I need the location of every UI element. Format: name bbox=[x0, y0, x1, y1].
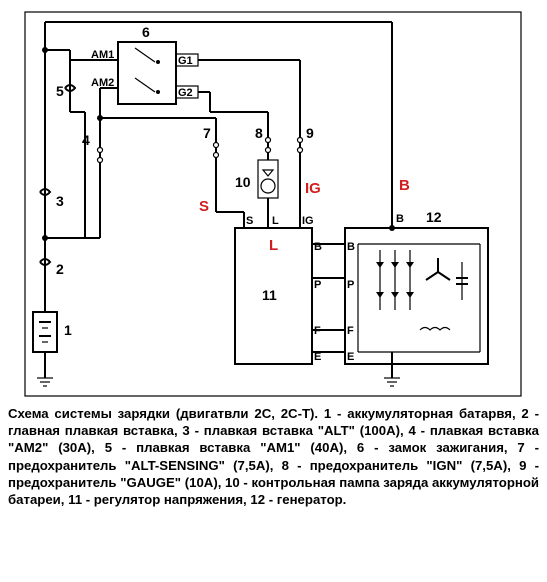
charging-system-schematic: 1 2 3 4 5 6 7 8 9 10 11 12 AM1 AM2 G1 G2… bbox=[24, 11, 522, 397]
pin-e-generator: E bbox=[347, 351, 354, 363]
ground-symbols bbox=[37, 377, 400, 387]
annotation-ig: IG bbox=[305, 180, 321, 197]
label-10: 10 bbox=[235, 174, 251, 190]
wiring bbox=[44, 21, 393, 378]
diagram-caption: Схема системы зарядки (двигатвли 2С, 2С-… bbox=[8, 406, 539, 508]
pin-b-top: B bbox=[396, 213, 404, 225]
fusible-links bbox=[39, 84, 77, 266]
label-2: 2 bbox=[56, 261, 64, 277]
annotation-s: S bbox=[199, 198, 209, 215]
schematic-frame bbox=[24, 11, 522, 397]
generator bbox=[344, 227, 489, 365]
annotation-b: B bbox=[399, 177, 410, 194]
fuses bbox=[96, 136, 304, 164]
pin-s: S bbox=[246, 215, 253, 227]
am2-label: AM2 bbox=[91, 77, 114, 89]
pin-f-regulator: F bbox=[314, 325, 321, 337]
ignition-switch bbox=[117, 41, 199, 105]
label-9: 9 bbox=[306, 125, 314, 141]
label-12: 12 bbox=[426, 209, 442, 225]
pin-b-regulator: B bbox=[314, 241, 322, 253]
label-1: 1 bbox=[64, 322, 72, 338]
label-6: 6 bbox=[142, 24, 150, 40]
battery bbox=[32, 311, 58, 353]
voltage-regulator bbox=[234, 227, 313, 365]
g2-label: G2 bbox=[178, 87, 193, 99]
am1-label: AM1 bbox=[91, 49, 114, 61]
charge-lamp bbox=[257, 159, 279, 199]
label-7: 7 bbox=[203, 125, 211, 141]
g1-terminal bbox=[175, 53, 199, 67]
pin-b-generator: B bbox=[347, 241, 355, 253]
pin-p-regulator: P bbox=[314, 279, 321, 291]
label-11: 11 bbox=[262, 287, 277, 303]
g2-terminal bbox=[175, 85, 199, 99]
junction-dots bbox=[42, 47, 395, 241]
g1-label: G1 bbox=[178, 55, 193, 67]
pin-e-regulator: E bbox=[314, 351, 321, 363]
label-3: 3 bbox=[56, 193, 64, 209]
pin-l: L bbox=[272, 215, 279, 227]
pin-ig: IG bbox=[302, 215, 314, 227]
label-5: 5 bbox=[56, 83, 64, 99]
pin-p-generator: P bbox=[347, 279, 354, 291]
label-4: 4 bbox=[82, 132, 90, 148]
pin-f-generator: F bbox=[347, 325, 354, 337]
ignition-switch-box bbox=[117, 41, 177, 105]
annotation-l: L bbox=[269, 237, 278, 254]
label-8: 8 bbox=[255, 125, 263, 141]
